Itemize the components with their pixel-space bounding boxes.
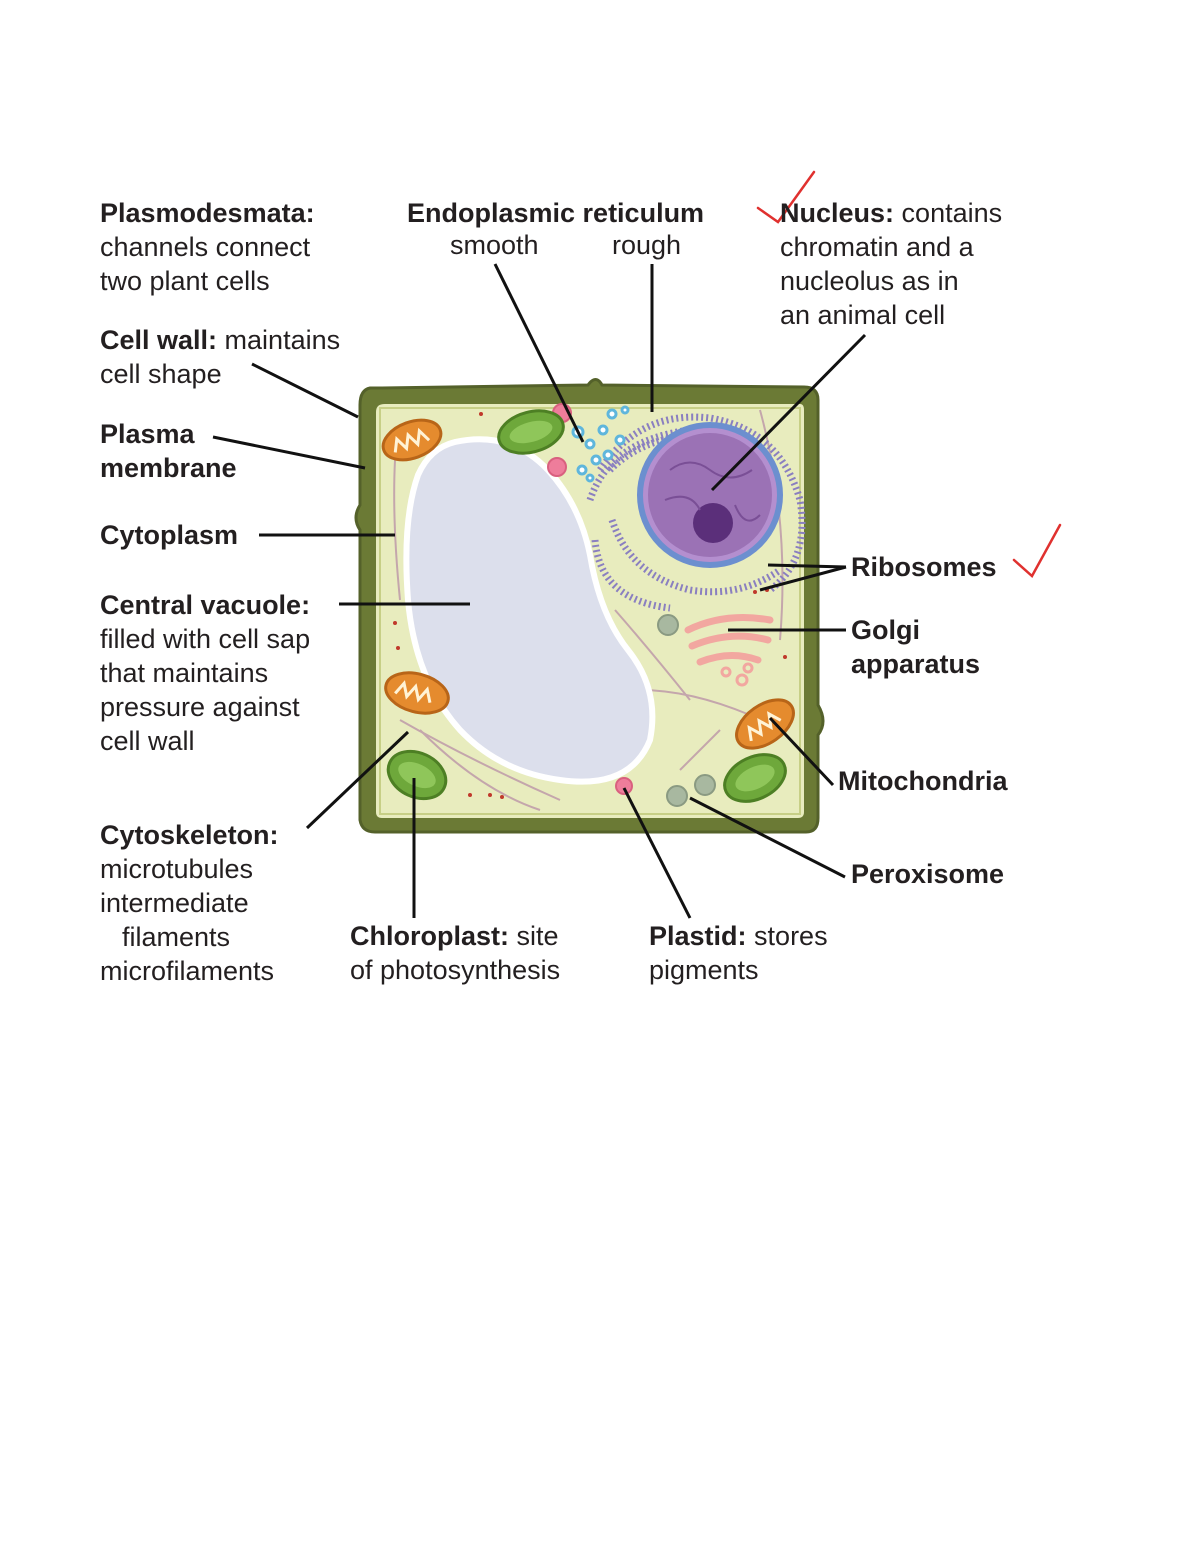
leader-peroxisome [689,796,846,879]
central-vacuole-desc-2: that maintains [100,658,269,688]
plastid-term: Plastid: [649,921,747,951]
label-cytoskeleton: Cytoskeleton: microtubules intermediate … [100,818,279,988]
cell-wall-term: Cell wall: [100,325,218,355]
chloroplast-term: Chloroplast: [350,921,509,951]
leader-ribosomes-a [767,563,847,569]
cytoskeleton-term: Cytoskeleton: [100,820,279,850]
cell-wall-desc-2: cell shape [100,359,222,389]
cytoskeleton-desc-1: microtubules [100,854,254,884]
plasma-membrane-term-1: Plasma [100,419,195,449]
mitochondria-term: Mitochondria [838,766,1008,796]
peroxisome-shapes [657,614,716,807]
chromatin-shape [664,461,761,522]
leader-nucleus [710,333,867,492]
label-plasmodesmata: Plasmodesmata: channels connect two plan… [100,196,315,298]
plasma-membrane-shape [379,407,801,815]
cell-wall-desc-1: maintains [224,325,341,355]
label-endoplasmic-reticulum: Endoplasmic reticulum [407,196,704,230]
nucleus-desc-1: contains [901,198,1003,228]
ribosome-dots [393,412,787,799]
nucleus-desc-2: chromatin and a [780,232,974,262]
golgi-term-1: Golgi [851,615,920,645]
mitochondria-shapes [381,418,795,750]
label-golgi: Golgi apparatus [851,613,980,681]
label-er-smooth: smooth [450,230,539,260]
plasmodesmata-desc-2: two plant cells [100,266,270,296]
cytoskeleton-desc-2: intermediate [100,888,249,918]
label-mitochondria: Mitochondria [838,764,1008,798]
cytoskeleton-filaments [393,409,784,811]
nucleus-desc-4: an animal cell [780,300,946,330]
central-vacuole-desc-4: cell wall [100,726,195,756]
leader-cell-wall [251,362,359,419]
central-vacuole-shape [403,436,656,785]
plasma-membrane-term-2: membrane [100,453,237,483]
er-term: Endoplasmic reticulum [407,198,705,228]
label-cell-wall: Cell wall: maintains cell shape [100,323,340,391]
leader-cytoskeleton [305,730,410,830]
peroxisome-term: Peroxisome [851,859,1005,889]
ribosomes-term: Ribosomes [851,552,997,582]
label-cytoplasm: Cytoplasm [100,518,238,552]
leader-plasma-membrane [212,435,366,470]
plasmodesmata-term: Plasmodesmata: [100,198,315,228]
chloroplast-desc-2: of photosynthesis [350,955,561,985]
cytoskeleton-desc-4: microfilaments [100,956,275,986]
label-er-rough: rough [612,230,682,260]
check-mark-nucleus [756,170,816,224]
plastid-desc-2: pigments [649,955,759,985]
golgi-term-2: apparatus [851,649,981,679]
check-mark-ribosomes [1012,523,1062,578]
label-nucleus: Nucleus: contains chromatin and a nucleo… [780,196,1002,332]
cytoskeleton-desc-3: filaments [122,922,231,952]
chloroplast-shapes [386,409,787,803]
label-plastid: Plastid: stores pigments [649,919,828,987]
central-vacuole-desc-3: pressure against [100,692,300,722]
nucleus-term: Nucleus: [780,198,895,228]
plastid-desc-1: stores [754,921,828,951]
rough-er-shape [586,413,806,612]
check-marks [756,170,1062,578]
leader-lines [212,263,867,919]
label-central-vacuole: Central vacuole: filled with cell sap th… [100,588,310,758]
leader-ribosomes-b [759,565,847,592]
label-ribosomes: Ribosomes [851,550,997,584]
central-vacuole-term: Central vacuole: [100,590,311,620]
leader-smooth-er [493,263,585,443]
golgi-shape [684,614,774,687]
leader-mitochondria [768,716,835,787]
plasmodesmata-desc-1: channels connect [100,232,311,262]
label-peroxisome: Peroxisome [851,857,1004,891]
nucleolus-shape [693,503,733,543]
cytoplasm-term: Cytoplasm [100,520,239,550]
label-chloroplast: Chloroplast: site of photosynthesis [350,919,560,987]
central-vacuole-desc-1: filled with cell sap [100,624,311,654]
chloroplast-desc-1: site [516,921,559,951]
leader-plastid [622,787,692,919]
nucleus-desc-3: nucleolus as in [780,266,959,296]
label-plasma-membrane: Plasma membrane [100,417,237,485]
